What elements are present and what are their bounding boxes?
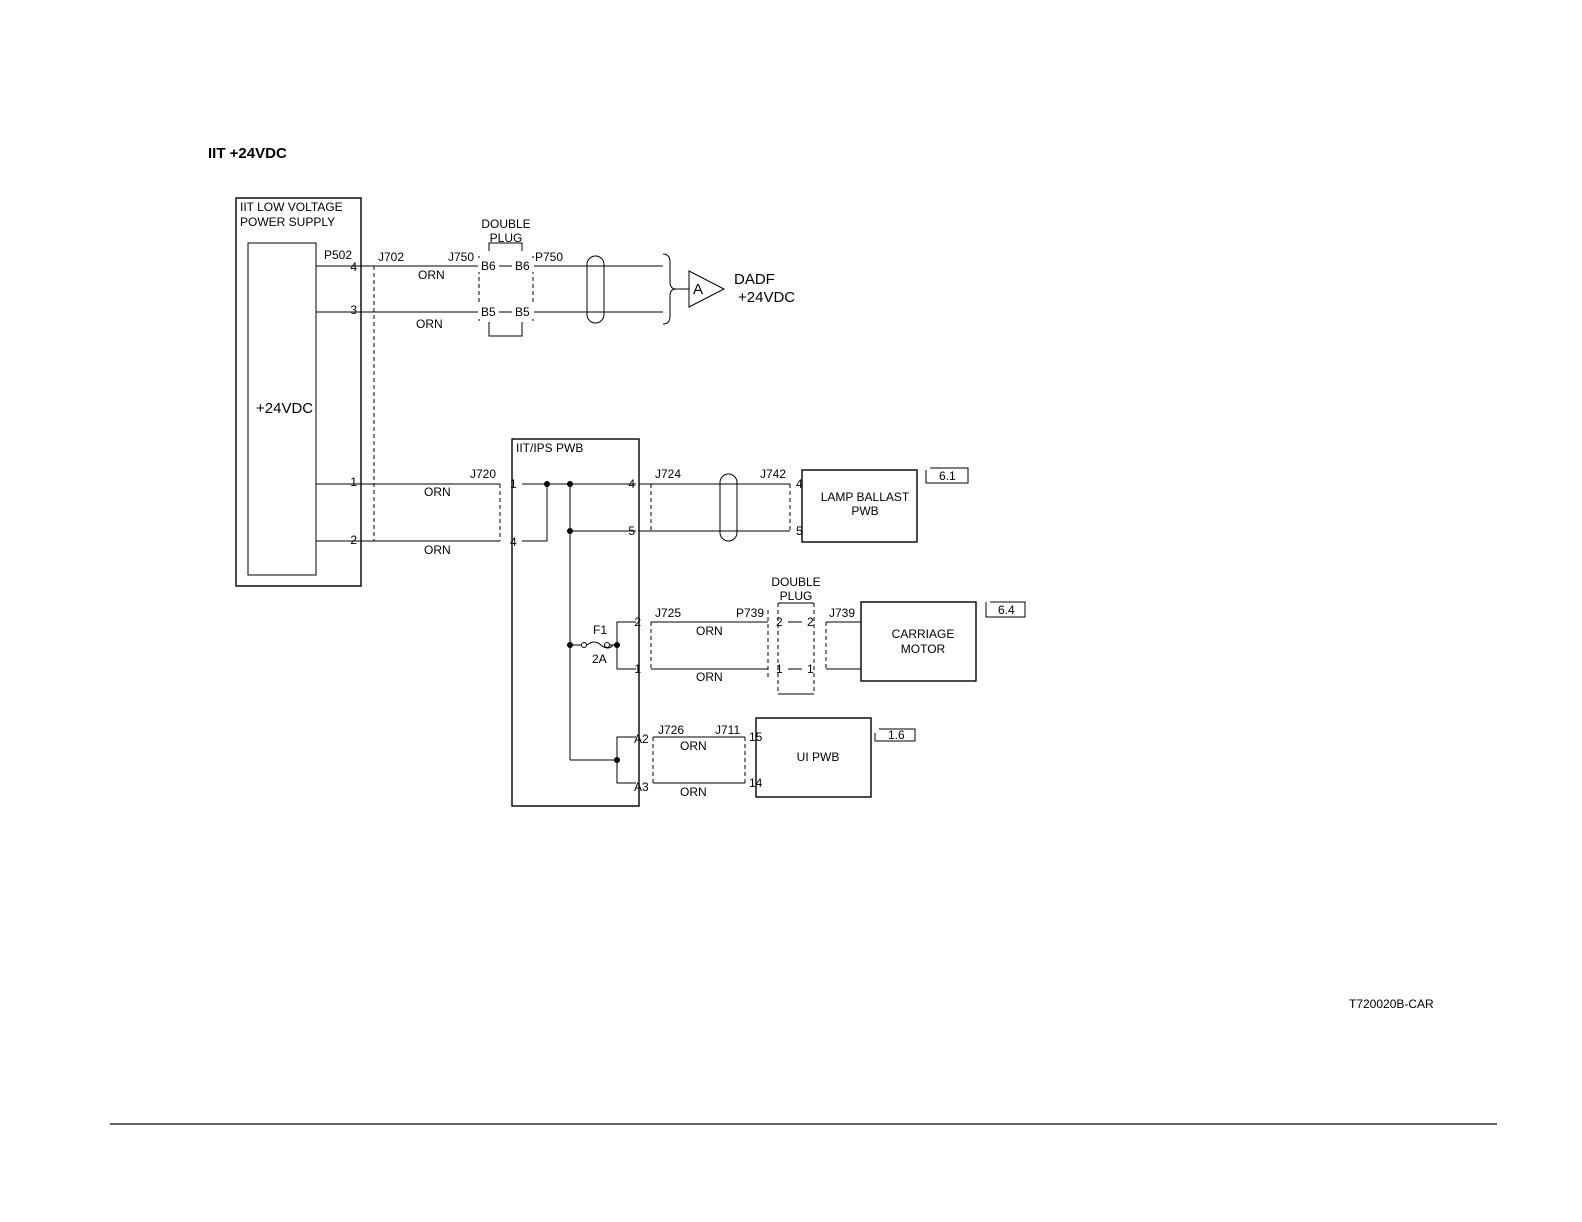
j726-pin-a3: A3 xyxy=(634,780,649,794)
p502-pin-2: 2 xyxy=(350,533,357,547)
ui-pwb-box xyxy=(755,717,872,798)
fuse-terminal-left xyxy=(581,642,587,648)
carriage-plug-label-2: PLUG xyxy=(780,589,813,603)
ui-feed-bracket xyxy=(616,736,636,784)
p502-pin-3: 3 xyxy=(350,303,357,317)
ips-bus-pin4 xyxy=(522,484,548,542)
j742-pin-4: 4 xyxy=(796,477,803,491)
connector-j750: J750 xyxy=(448,250,474,264)
ui-ref-flag xyxy=(874,728,916,742)
fuse-to-j725 xyxy=(616,621,636,670)
power-supply-name-line1: IIT LOW VOLTAGE xyxy=(240,200,343,214)
ips-pwb-name: IIT/IPS PWB xyxy=(516,441,583,455)
connector-j725: J725 xyxy=(655,606,681,620)
b5-pin-backdrop xyxy=(478,304,534,318)
lamp-ballast-name-line1: LAMP BALLAST xyxy=(821,490,910,504)
carriage-plug-pin-1-left: 1 xyxy=(776,662,783,676)
drawing-number: T720020B-CAR xyxy=(1349,997,1434,1011)
wire-label-orn-2: ORN xyxy=(416,317,443,331)
wire-label-orn-3: ORN xyxy=(424,485,451,499)
connector-j742: J742 xyxy=(760,467,786,481)
junction-dot xyxy=(567,528,573,534)
twisted-pair-dadf xyxy=(586,255,605,324)
carriage-motor-name-line1: CARRIAGE xyxy=(892,627,955,641)
junction-dot xyxy=(567,481,573,487)
connector-j702: J702 xyxy=(378,250,404,264)
double-plug-label-2: PLUG xyxy=(490,231,523,245)
j724-pin-4: 4 xyxy=(628,477,635,491)
power-supply-name-line2: POWER SUPPLY xyxy=(240,215,335,229)
junction-dot xyxy=(544,481,550,487)
connector-j739: J739 xyxy=(829,606,855,620)
pin-b6-right: B6 xyxy=(515,259,530,273)
carriage-motor-box xyxy=(860,601,977,682)
power-supply-inner xyxy=(247,242,317,576)
wire-label-orn-7: ORN xyxy=(680,739,707,753)
connector-j726: J726 xyxy=(658,723,684,737)
j724-pin-5: 5 xyxy=(628,524,635,538)
dadf-destination-line1: DADF xyxy=(734,271,775,288)
j725-pin-1: 1 xyxy=(634,662,641,676)
double-plug-bottom-bracket xyxy=(488,322,523,337)
carriage-plug-label-1: DOUBLE xyxy=(771,575,820,589)
connector-p750: P750 xyxy=(535,250,563,264)
pin-b5-left: B5 xyxy=(481,305,496,319)
ips-in-pin-4: 4 xyxy=(510,535,517,549)
connector-p739: P739 xyxy=(736,606,764,620)
pin-b5-right: B5 xyxy=(515,305,530,319)
twisted-pair-lamp xyxy=(719,473,738,542)
dadf-ref-letter: A xyxy=(693,281,703,298)
carriage-ref-flag xyxy=(985,601,1026,618)
connector-p502: P502 xyxy=(324,248,352,262)
connector-j720: J720 xyxy=(470,467,496,481)
connector-j724: J724 xyxy=(655,467,681,481)
j725-pin-2: 2 xyxy=(634,615,641,629)
double-plug-top-bracket xyxy=(488,242,523,251)
b6-pin-backdrop xyxy=(478,258,534,272)
p502-pin-1: 1 xyxy=(350,475,357,489)
carriage-motor-name-line2: MOTOR xyxy=(901,642,946,656)
fuse-icon xyxy=(586,641,614,649)
ui-ref-number: 1.6 xyxy=(888,728,905,742)
power-supply-voltage: +24VDC xyxy=(256,400,313,417)
lamp-ballast-box xyxy=(801,469,918,543)
j742-pin-5: 5 xyxy=(796,524,803,538)
fuse-rating: 2A xyxy=(592,652,607,666)
carriage-ref-number: 6.4 xyxy=(998,603,1015,617)
wire-label-orn-5: ORN xyxy=(696,624,723,638)
carriage-plug-pin-1-right: 1 xyxy=(807,662,814,676)
carriage-plug-pin-2-right: 2 xyxy=(807,615,814,629)
wire-label-orn-6: ORN xyxy=(696,670,723,684)
double-plug-label-1: DOUBLE xyxy=(481,217,530,231)
dadf-brace xyxy=(662,253,677,325)
dadf-destination-line2: +24VDC xyxy=(738,289,795,306)
junction-dot xyxy=(567,642,573,648)
ips-in-pin-1: 1 xyxy=(510,477,517,491)
connector-j711: J711 xyxy=(715,723,740,737)
pin-b6-left: B6 xyxy=(481,259,496,273)
fuse-terminal-right xyxy=(604,642,610,648)
diagram-title: IIT +24VDC xyxy=(208,145,287,162)
wire-label-orn-1: ORN xyxy=(418,268,445,282)
carriage-plug-pin-2-left: 2 xyxy=(776,615,783,629)
p502-pin-4: 4 xyxy=(350,260,357,274)
fuse-label: F1 xyxy=(593,623,607,637)
lamp-ballast-name-line2: PWB xyxy=(851,504,878,518)
dadf-ref-triangle xyxy=(688,270,726,308)
ui-pwb-name: UI PWB xyxy=(797,750,840,764)
wire-label-orn-8: ORN xyxy=(680,785,707,799)
wire-label-orn-4: ORN xyxy=(424,543,451,557)
lamp-ref-flag xyxy=(925,467,969,484)
lamp-ref-number: 6.1 xyxy=(939,469,956,483)
j726-pin-a2: A2 xyxy=(634,732,649,746)
